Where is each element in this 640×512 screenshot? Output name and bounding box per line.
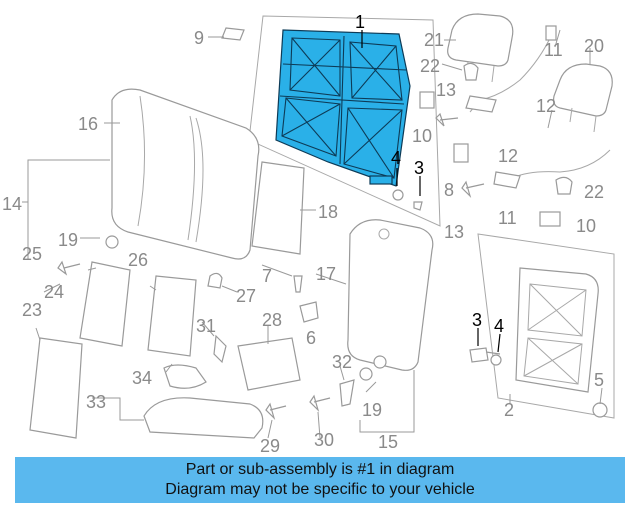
bolt-3-lower	[469, 347, 501, 363]
headrest-21	[447, 13, 514, 67]
callout-19-right[interactable]: 19	[362, 400, 382, 420]
clip-6	[299, 301, 319, 323]
callout-31[interactable]: 31	[196, 316, 216, 336]
callout-20[interactable]: 20	[584, 36, 604, 56]
bracket-10-upper	[419, 91, 435, 109]
callout-32[interactable]: 32	[332, 352, 352, 372]
guide-22-upper	[463, 62, 479, 81]
callout-13-upper[interactable]: 13	[436, 80, 456, 100]
bolt-3-upper	[413, 201, 423, 211]
bolt-29	[265, 402, 287, 421]
trim-panel-18	[251, 161, 305, 255]
bolt-25	[57, 260, 81, 276]
guide-22-lower	[555, 176, 573, 195]
callout-11-upper[interactable]: 11	[544, 40, 563, 60]
callout-22-upper[interactable]: 22	[420, 56, 440, 76]
armrest-cover-24	[79, 261, 131, 347]
seat-back-assembly-2	[515, 267, 599, 393]
bolt-13-lower	[461, 180, 485, 199]
callout-2[interactable]: 2	[504, 400, 514, 420]
callout-6[interactable]: 6	[306, 328, 316, 348]
seat-back-frame-part-1[interactable]	[248, 15, 441, 227]
callout-24[interactable]: 24	[44, 282, 64, 302]
frame-mesh	[281, 37, 403, 179]
hinge-12-lower	[493, 171, 521, 189]
callout-11-lower[interactable]: 11	[498, 208, 517, 228]
part-2-outline-box	[477, 233, 615, 419]
callout-8[interactable]: 8	[444, 180, 454, 200]
headrest-20	[553, 63, 613, 117]
callout-4-lower[interactable]: 4	[494, 316, 504, 336]
callout-12-upper[interactable]: 12	[536, 96, 556, 116]
bolt-13-upper	[435, 112, 459, 127]
cable-11-lower	[511, 149, 611, 179]
callout-3-upper[interactable]: 3	[414, 158, 424, 178]
cover-seam	[137, 95, 146, 227]
hinge-28	[237, 337, 301, 391]
callout-5[interactable]: 5	[594, 370, 604, 390]
callout-22-lower[interactable]: 22	[584, 182, 604, 202]
callout-27[interactable]: 27	[236, 286, 256, 306]
part-1-outline-box	[248, 15, 441, 227]
washer-19-left	[105, 235, 119, 249]
callout-10-upper[interactable]: 10	[412, 126, 432, 146]
pivot-5	[592, 402, 608, 418]
callout-25[interactable]: 25	[22, 244, 42, 264]
frame-latch	[369, 175, 393, 185]
callout-19-left[interactable]: 19	[58, 230, 78, 250]
callout-14[interactable]: 14	[2, 194, 22, 214]
callout-12-lower[interactable]: 12	[498, 146, 518, 166]
callout-23[interactable]: 23	[22, 300, 42, 320]
cable-end	[545, 25, 557, 41]
callout-34[interactable]: 34	[132, 368, 152, 388]
leader-lines	[22, 29, 603, 439]
hinge-12-upper	[465, 95, 497, 113]
frame-rails	[279, 35, 407, 165]
callout-3-lower[interactable]: 3	[472, 310, 482, 330]
callout-9[interactable]: 9	[194, 28, 204, 48]
assembly-mesh	[523, 283, 587, 385]
right-seat-back-cover	[347, 219, 434, 371]
callout-15[interactable]: 15	[378, 432, 398, 452]
diagram-caption-banner: Part or sub-assembly is #1 in diagram Di…	[15, 457, 625, 503]
pad-23	[29, 337, 83, 439]
callout-1[interactable]: 1	[355, 12, 365, 32]
callout-17[interactable]: 17	[316, 264, 336, 284]
nut-4-lower	[490, 354, 502, 366]
armrest-base-33	[143, 397, 264, 439]
callout-13-lower[interactable]: 13	[444, 222, 464, 242]
callout-10-lower[interactable]: 10	[576, 216, 596, 236]
exploded-parts-diagram: 1 4 3 3 4 9 21 22 11 20 13 12 10 12 8 22…	[2, 12, 615, 455]
caption-line-1: Part or sub-assembly is #1 in diagram	[185, 461, 455, 478]
callout-28[interactable]: 28	[262, 310, 282, 330]
nut-4-upper	[392, 189, 404, 201]
washer-19-right-2	[373, 355, 387, 369]
armrest-26	[147, 275, 197, 357]
plug-27	[207, 272, 223, 289]
callout-18[interactable]: 18	[318, 202, 338, 222]
cover-hole	[378, 228, 390, 240]
callout-30[interactable]: 30	[314, 430, 334, 450]
callout-26[interactable]: 26	[128, 250, 148, 270]
callout-33[interactable]: 33	[86, 392, 106, 412]
cup-holder-34	[163, 364, 207, 389]
leader-lines-dark	[361, 30, 501, 353]
cover-seam	[187, 115, 204, 243]
callout-7[interactable]: 7	[262, 266, 272, 286]
callout-16[interactable]: 16	[78, 114, 98, 134]
bracket-31	[213, 334, 227, 364]
latch-8	[453, 143, 469, 163]
callout-29[interactable]: 29	[260, 436, 280, 455]
caption-line-2: Diagram may not be specific to your vehi…	[165, 481, 475, 498]
washer-19-right	[359, 367, 373, 381]
pin-7	[293, 275, 303, 293]
bolt-30	[309, 394, 331, 413]
callout-4-upper[interactable]: 4	[391, 148, 401, 168]
left-seat-back-cover	[111, 88, 260, 260]
callout-21[interactable]: 21	[424, 30, 444, 50]
bracket-10-lower	[539, 211, 561, 227]
bracket-32	[339, 379, 355, 407]
clip-9	[221, 27, 245, 41]
